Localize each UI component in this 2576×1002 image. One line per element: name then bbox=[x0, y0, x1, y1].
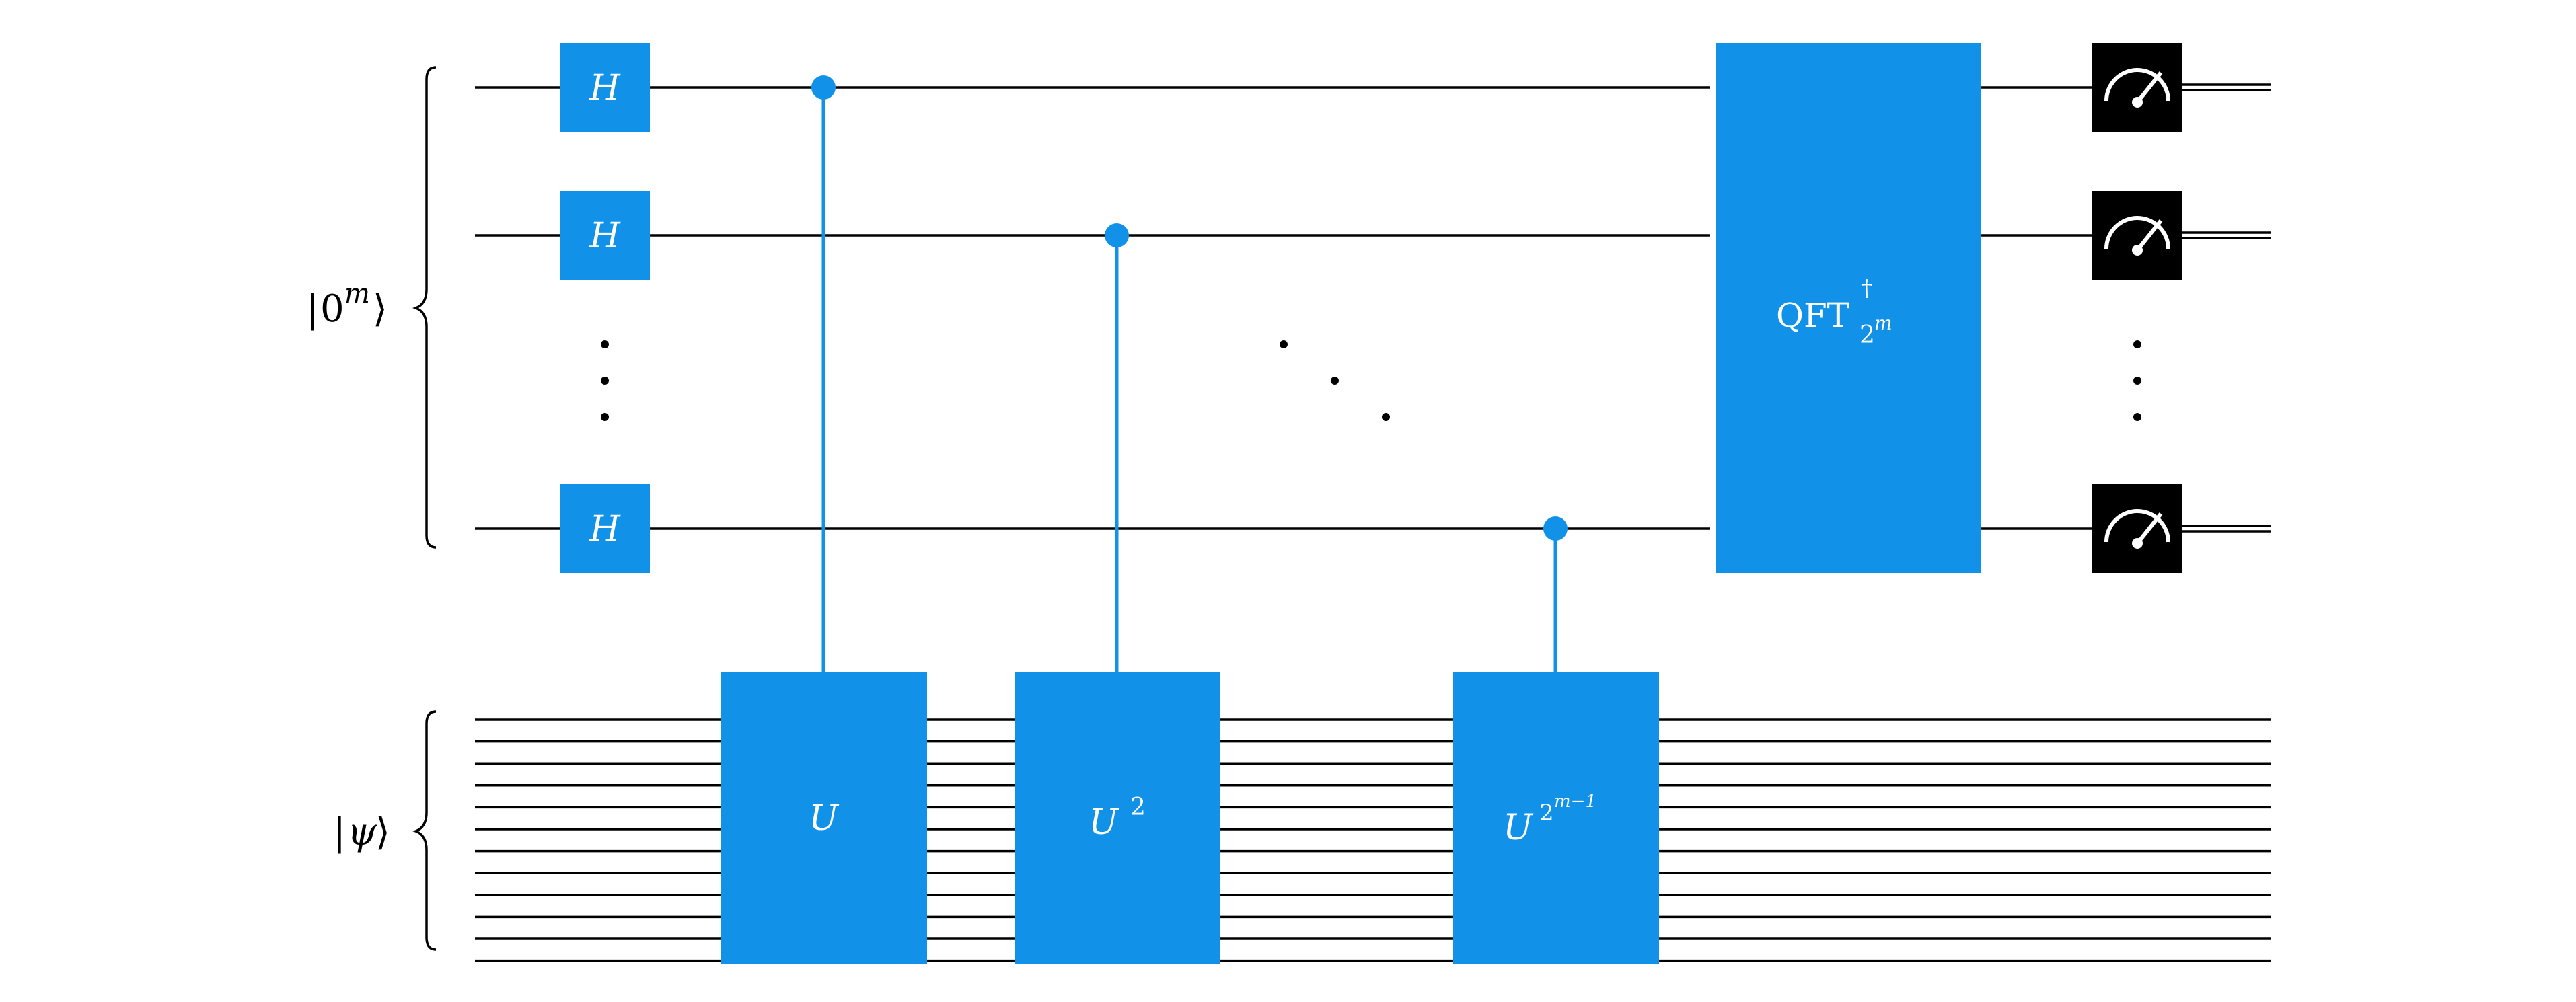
u2-gate-label: U bbox=[1089, 802, 1119, 843]
u3-gate-exponent-base: 2 bbox=[1539, 800, 1554, 826]
control-register-brace bbox=[412, 66, 437, 549]
qft-dagger: † bbox=[1861, 275, 1872, 302]
control-dot-u3 bbox=[1543, 516, 1568, 541]
svg-text:⟩: ⟩ bbox=[373, 287, 388, 331]
target-ket-value: ψ bbox=[347, 810, 377, 854]
controlled-u2-gate: U 2 bbox=[1015, 672, 1220, 964]
control-ket-exponent: m bbox=[344, 278, 370, 309]
target-register-label: | ψ ⟩ bbox=[333, 810, 390, 854]
target-register-wires bbox=[475, 718, 2271, 962]
hadamard-gate-1-label: H bbox=[589, 68, 621, 108]
controlled-u-gate: U bbox=[721, 672, 927, 964]
meter-icon bbox=[2092, 484, 2182, 573]
hadamard-gate-m-label: H bbox=[589, 509, 621, 549]
svg-text:⟩: ⟩ bbox=[375, 810, 390, 854]
u3-gate-exponent-sup: m−1 bbox=[1554, 792, 1596, 812]
u-gate-label: U bbox=[809, 798, 840, 839]
control-ket-value: 0 bbox=[320, 287, 344, 331]
control-dot-u bbox=[811, 75, 836, 100]
hadamard-gate-2: H bbox=[560, 191, 650, 280]
svg-text:|: | bbox=[306, 287, 319, 331]
controlled-u-power-gate: U 2 m−1 bbox=[1453, 672, 1659, 964]
hadamard-gate-1: H bbox=[560, 43, 650, 132]
u3-gate-label: U bbox=[1503, 808, 1534, 848]
vertical-dots-measure bbox=[2133, 340, 2141, 421]
u2-gate-exponent: 2 bbox=[1130, 794, 1146, 821]
svg-text:|: | bbox=[333, 810, 346, 854]
control-dot-u2 bbox=[1105, 223, 1129, 247]
meter-icon bbox=[2092, 191, 2182, 280]
inverse-qft-gate: QFT † 2 m bbox=[1716, 43, 1981, 573]
target-register-brace bbox=[412, 710, 437, 951]
qft-label: QFT bbox=[1776, 296, 1849, 335]
control-register-label: | 0 m ⟩ bbox=[306, 278, 388, 331]
hadamard-gate-m: H bbox=[560, 484, 650, 573]
hadamard-gate-2-label: H bbox=[589, 216, 621, 256]
classical-wires bbox=[2182, 83, 2271, 533]
qft-subscript-exponent: m bbox=[1874, 312, 1892, 334]
meter-icon bbox=[2092, 43, 2182, 132]
vertical-dots-hadamard bbox=[601, 340, 609, 421]
qft-subscript-base: 2 bbox=[1860, 321, 1875, 349]
diagonal-dots bbox=[1280, 340, 1390, 421]
